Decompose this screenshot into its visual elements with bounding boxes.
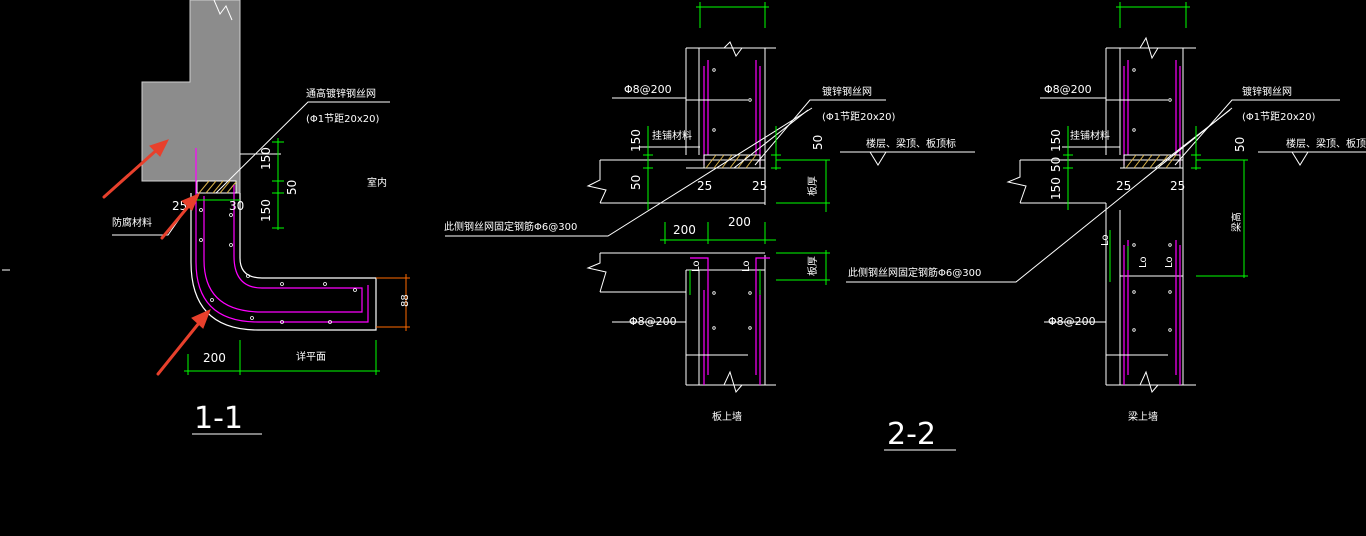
red-arrow-1 <box>102 139 169 199</box>
dim-lines-1 <box>184 138 380 375</box>
break-mark <box>213 0 233 21</box>
material-label-2a: 挂铺材料 <box>652 129 692 142</box>
mesh-spec-2a: (Φ1节距20x20) <box>822 111 896 123</box>
dim-150-top: 150 <box>259 147 273 170</box>
rebar-bottom-label-2b: Φ8@200 <box>1048 315 1096 328</box>
material-label: 防腐材料 <box>112 216 152 229</box>
svg-text:Lo: Lo <box>1138 256 1149 268</box>
long-callout-2b: 此侧钢丝网固定钢筋Φ6@300 <box>848 266 981 279</box>
section-2-2-left: Φ8@200 Φ8@200 镀锌钢丝网 (Φ1节距20x20) 楼层、梁顶、板顶… <box>444 2 975 423</box>
rebar-bottom-label-2a: Φ8@200 <box>629 315 677 328</box>
annotation-arrows <box>102 139 211 376</box>
svg-text:Lo: Lo <box>741 260 752 272</box>
section-2-title: 2-2 <box>887 417 936 452</box>
section-2-2-right: Φ8@200 Φ8@200 镀锌钢丝网 (Φ1节距20x20) 楼层、梁顶、板顶… <box>846 2 1366 423</box>
room-label: 室内 <box>367 176 387 189</box>
hatch-2b <box>1125 154 1177 169</box>
svg-text:150: 150 <box>629 129 643 152</box>
rebar-2b <box>1123 60 1181 385</box>
red-arrow-3 <box>156 309 211 376</box>
mesh-spec-2b: (Φ1节距20x20) <box>1242 111 1316 123</box>
dim-30: 30 <box>229 199 244 213</box>
hatch-block <box>196 180 237 194</box>
svg-text:25: 25 <box>1116 179 1131 193</box>
bottom-note-2a: 板上墙 <box>712 410 742 423</box>
svg-text:Lo: Lo <box>691 260 702 272</box>
rebar-dots-2b <box>1132 68 1172 332</box>
rebar-top-label-2b: Φ8@200 <box>1044 83 1092 96</box>
rebar-2a <box>690 60 770 385</box>
svg-text:25: 25 <box>1170 179 1185 193</box>
callout-leader <box>215 101 390 194</box>
svg-text:150: 150 <box>1049 129 1063 152</box>
callout-top-text: 通高镀锌钢丝网 <box>306 87 376 100</box>
svg-text:50: 50 <box>1049 157 1063 172</box>
rebar-outer <box>195 148 369 323</box>
material-label-2b: 挂铺材料 <box>1070 129 1110 142</box>
wall-outline-outer <box>190 193 377 331</box>
svg-text:Lo: Lo <box>1164 256 1175 268</box>
section-1-title: 1-1 <box>194 401 243 436</box>
svg-text:梁高: 梁高 <box>1230 212 1243 232</box>
svg-text:25: 25 <box>697 179 712 193</box>
svg-text:200: 200 <box>673 223 696 237</box>
svg-text:25: 25 <box>752 179 767 193</box>
svg-text:板厚: 板厚 <box>806 256 819 276</box>
hatch-lines <box>198 180 237 194</box>
bottom-note-2b: 梁上墙 <box>1128 410 1158 423</box>
section-1-1: 通高镀锌钢丝网 (Φ1节距20x20) 室内 防腐材料 150 50 150 2… <box>102 0 411 436</box>
rebar-top-label-2a: Φ8@200 <box>624 83 672 96</box>
rebar-dots <box>199 208 357 324</box>
svg-text:200: 200 <box>728 215 751 229</box>
long-callout-2a: 此侧钢丝网固定钢筋Φ6@300 <box>444 220 577 233</box>
level-note-2b: 楼层、梁顶、板顶标 <box>1286 137 1366 150</box>
dim-height-line <box>376 274 410 331</box>
mesh-callout-2b: 镀锌钢丝网 <box>1242 85 1292 98</box>
svg-text:50: 50 <box>811 135 825 150</box>
svg-text:50: 50 <box>629 175 643 190</box>
wall-2a-lines <box>586 41 776 394</box>
dim-200: 200 <box>203 351 226 365</box>
svg-text:Lo: Lo <box>1100 234 1111 246</box>
red-arrow-2 <box>160 193 200 240</box>
dim-plan: 详平面 <box>296 350 326 363</box>
dim-150-bottom: 150 <box>259 199 273 222</box>
level-note-2a: 楼层、梁顶、板顶标 <box>866 137 956 150</box>
rebar-dots-2a <box>712 68 752 330</box>
callout-spec-text: (Φ1节距20x20) <box>306 113 380 125</box>
dim-height: 88 <box>400 294 411 307</box>
svg-text:150: 150 <box>1049 177 1063 200</box>
dim-50: 50 <box>285 180 299 195</box>
svg-text:板厚: 板厚 <box>806 176 819 196</box>
rebar-inner <box>203 185 363 313</box>
mesh-callout-2a: 镀锌钢丝网 <box>822 85 872 98</box>
svg-text:50: 50 <box>1233 137 1247 152</box>
